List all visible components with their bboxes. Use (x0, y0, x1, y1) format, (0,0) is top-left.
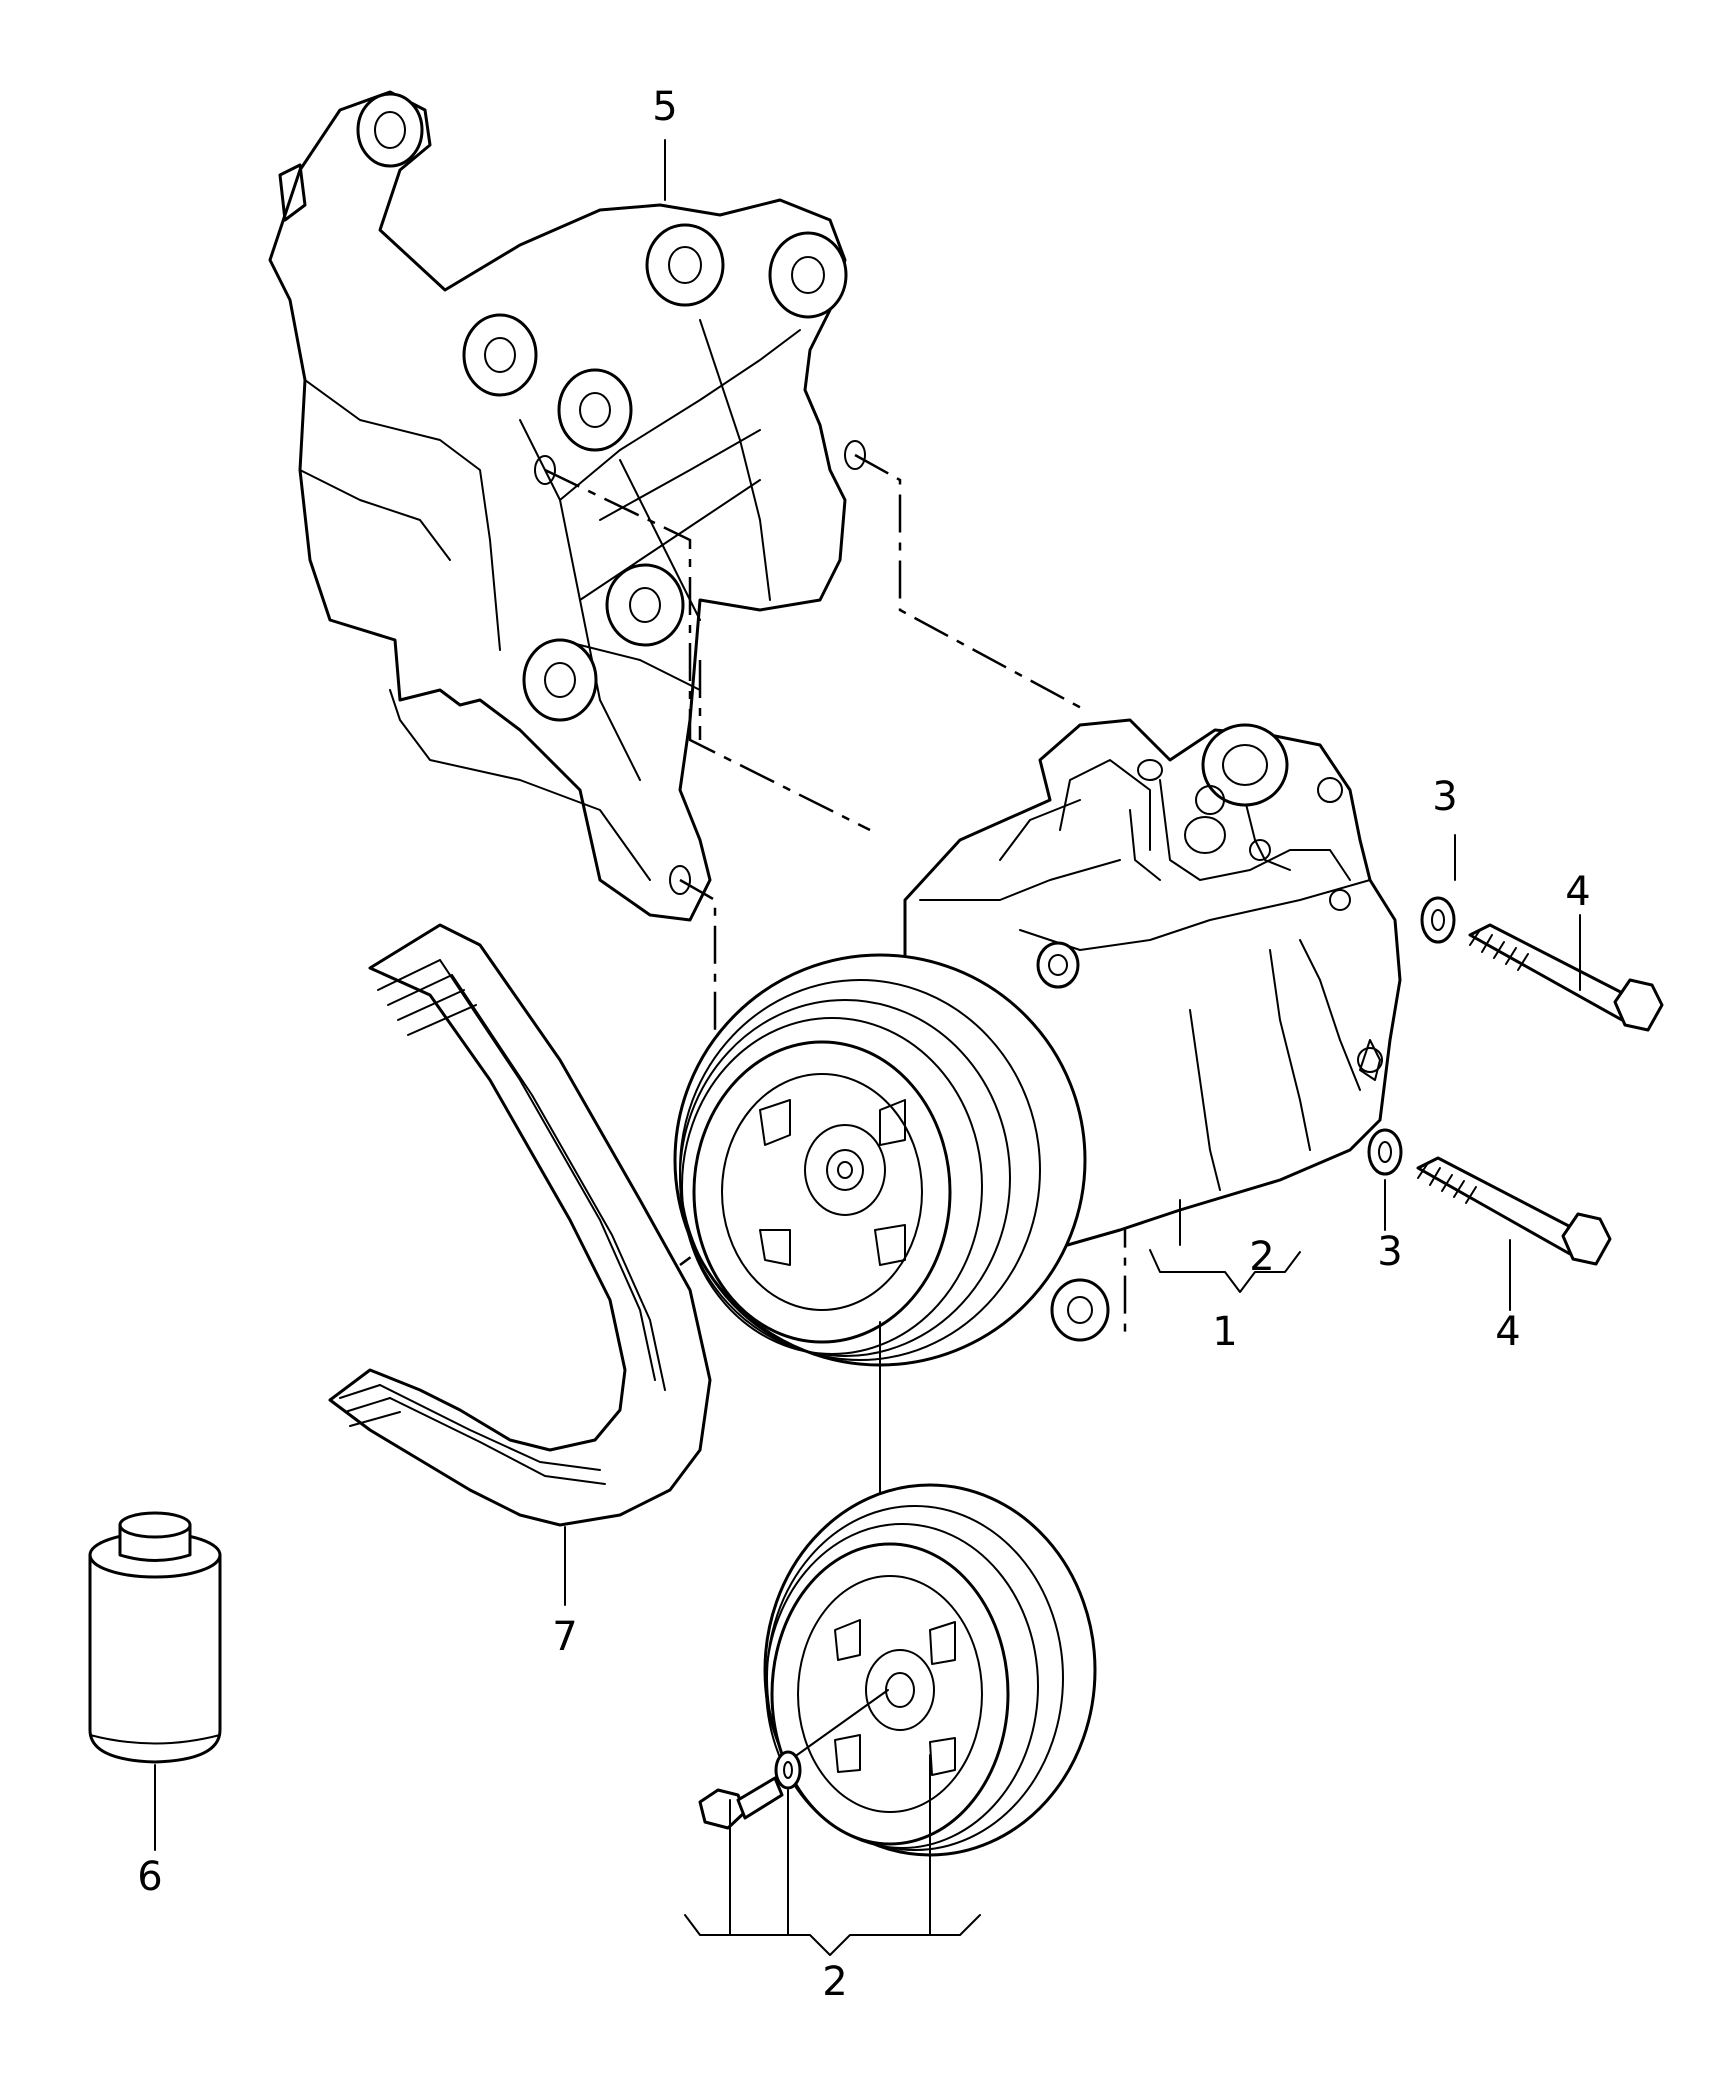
callout-1: 1 (1212, 1309, 1237, 1355)
callout-3-upper: 3 (1432, 774, 1457, 820)
compressor-front-pulley (673, 953, 1087, 1367)
poly-v-belt (328, 923, 712, 1606)
callout-2-lower: 2 (822, 1959, 847, 2005)
washer-upper (1420, 896, 1456, 944)
leader-lines (664, 139, 1581, 1956)
bolt-lower (1416, 1156, 1612, 1266)
bolt-upper (1468, 923, 1664, 1032)
callout-4-upper: 4 (1565, 869, 1590, 915)
oil-canister (88, 1511, 222, 1851)
callout-6: 6 (137, 1854, 162, 1900)
callout-3-lower: 3 (1377, 1229, 1402, 1275)
callout-2-upper: 2 (1249, 1234, 1274, 1280)
callout-7: 7 (552, 1614, 577, 1660)
callout-4-lower: 4 (1495, 1309, 1520, 1355)
callout-5: 5 (652, 84, 677, 130)
loose-pulley (763, 1321, 1097, 1857)
pulley-bolt (698, 1750, 802, 1830)
mounting-bracket (268, 90, 866, 922)
washer-lower (1367, 1128, 1403, 1176)
